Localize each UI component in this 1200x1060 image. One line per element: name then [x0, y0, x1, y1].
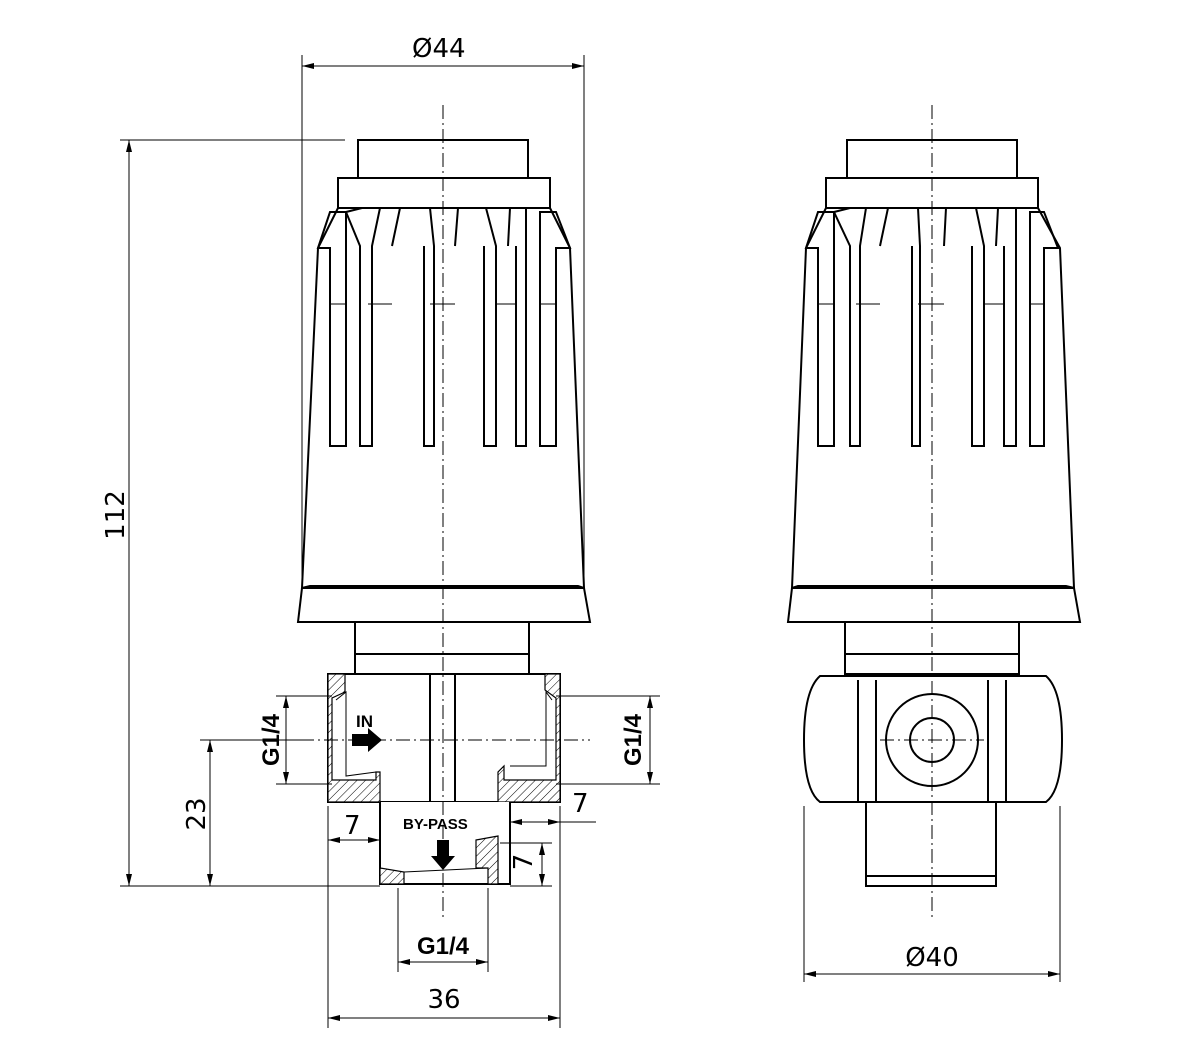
left-cap-rim — [337, 177, 551, 209]
dim-port-height: 23 — [182, 739, 300, 886]
left-knurled-head — [296, 207, 592, 623]
dim-base-width: 36 — [327, 806, 561, 1028]
dim-wall-left: 7 — [327, 806, 381, 850]
left-neck — [354, 621, 530, 675]
dim-wall-right: 7 — [509, 789, 596, 830]
dim-thread-left: G1/4 — [258, 695, 332, 785]
dim-bottom-diameter: Ø40 — [803, 806, 1061, 982]
svg-text:112: 112 — [101, 490, 131, 540]
bypass-arrow-icon — [431, 840, 455, 870]
svg-text:7: 7 — [509, 854, 539, 871]
left-body-section — [327, 673, 561, 803]
svg-text:Ø44: Ø44 — [412, 34, 466, 64]
right-bypass-stub — [865, 801, 997, 887]
svg-text:36: 36 — [427, 985, 460, 1015]
dim-overall-height: 112 — [101, 139, 380, 887]
svg-text:G1/4: G1/4 — [258, 713, 285, 766]
svg-text:Ø40: Ø40 — [905, 943, 959, 973]
right-knurled-head — [786, 207, 1082, 623]
svg-text:G1/4: G1/4 — [620, 713, 647, 766]
in-arrow-icon — [352, 728, 382, 752]
svg-text:G1/4: G1/4 — [417, 933, 470, 960]
in-label: IN — [356, 712, 373, 731]
svg-text:7: 7 — [344, 811, 361, 841]
right-hex-body — [802, 675, 1064, 803]
svg-text:7: 7 — [572, 789, 589, 819]
left-view: IN BY-PASS Ø44 112 23 — [101, 34, 660, 1028]
bypass-label: BY-PASS — [403, 816, 468, 833]
dim-bypass-wall: 7 — [500, 842, 552, 887]
dim-top-diameter: Ø44 — [301, 34, 585, 585]
dim-thread-right: G1/4 — [556, 695, 660, 785]
right-view: Ø40 — [786, 105, 1082, 982]
dim-thread-bypass: G1/4 — [397, 888, 489, 972]
svg-text:23: 23 — [182, 797, 212, 830]
